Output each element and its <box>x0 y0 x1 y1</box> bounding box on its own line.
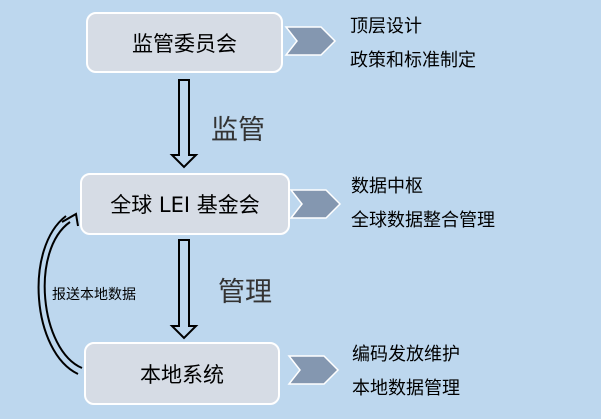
node-notes: 顶层设计 政策和标准制定 <box>350 10 476 78</box>
note-line: 全球数据整合管理 <box>351 210 495 231</box>
chevron-icon <box>289 189 342 219</box>
node-label: 本地系统 <box>140 362 224 387</box>
node-local-system: 本地系统 <box>84 342 280 405</box>
note-line: 政策和标准制定 <box>350 50 476 71</box>
node-global-lei-foundation: 全球 LEI 基金会 <box>80 173 290 235</box>
arrow-curved-report <box>37 212 83 375</box>
note-line: 编码发放维护 <box>352 344 460 365</box>
edge-label-supervise: 监管 <box>211 115 265 146</box>
node-label: 全球 LEI 基金会 <box>110 193 260 217</box>
note-line: 顶层设计 <box>350 16 422 37</box>
chevron-icon <box>287 355 340 385</box>
chevron-icon <box>284 26 337 56</box>
node-notes: 数据中枢 全球数据整合管理 <box>351 170 495 238</box>
arrow-down-supervise <box>169 79 199 169</box>
edge-label-report: 报送本地数据 <box>52 287 136 303</box>
edge-label-manage: 管理 <box>218 277 272 308</box>
note-line: 本地数据管理 <box>352 378 460 399</box>
note-line: 数据中枢 <box>351 176 423 197</box>
arrow-down-manage <box>169 239 199 340</box>
node-supervisory-committee: 监管委员会 <box>86 12 283 73</box>
node-label: 监管委员会 <box>132 31 237 56</box>
node-notes: 编码发放维护 本地数据管理 <box>352 338 460 406</box>
